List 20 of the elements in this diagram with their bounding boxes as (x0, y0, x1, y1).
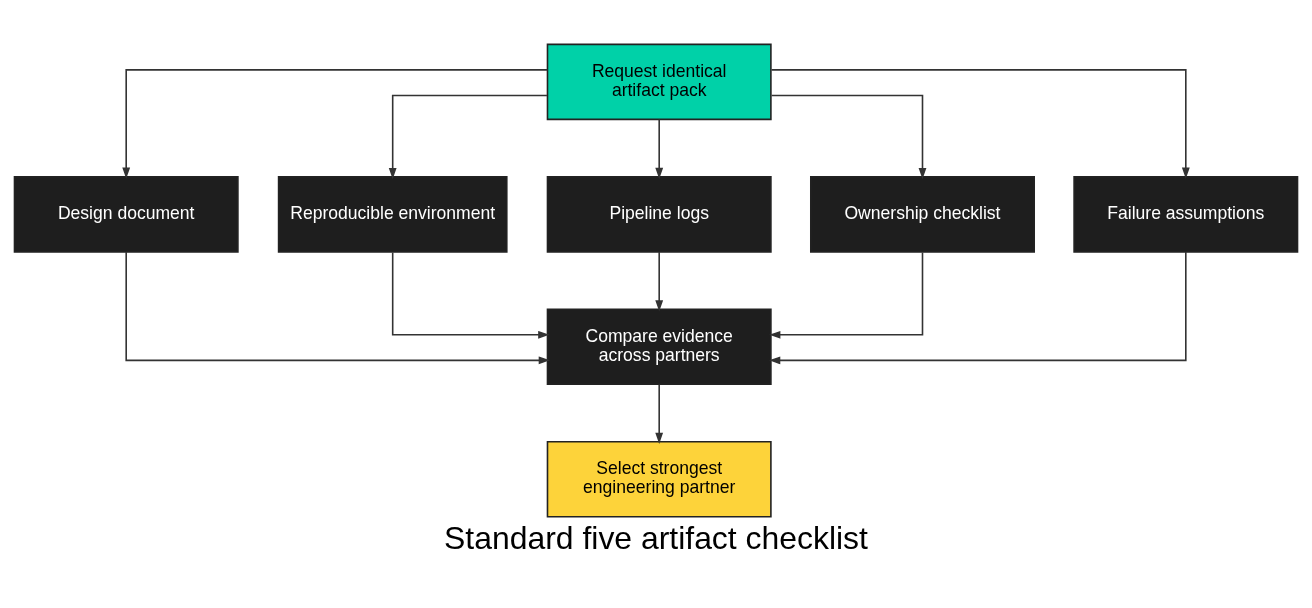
node-box: Design document (13, 175, 239, 253)
node-box: Pipeline logs (546, 175, 772, 253)
arrow (655, 250, 664, 312)
arrow (125, 250, 550, 364)
node-box: Ownership checklist (810, 175, 1035, 253)
caption: Standard five artifact checklist (444, 519, 868, 556)
arrow (655, 383, 664, 444)
arrow (388, 94, 548, 179)
arrow (655, 118, 664, 179)
node-box: Request identical artifact pack (546, 43, 772, 120)
arrow (770, 68, 1190, 179)
arrow (769, 251, 924, 339)
arrow (770, 94, 927, 179)
arrow (769, 250, 1187, 364)
node-box: Compare evidence across partners (546, 308, 772, 385)
arrow (122, 68, 549, 179)
node-box: Select strongest engineering partner (546, 440, 772, 518)
node-box: Reproducible environment (277, 175, 508, 253)
node-box: Failure assumptions (1073, 175, 1299, 253)
arrow (391, 251, 550, 339)
